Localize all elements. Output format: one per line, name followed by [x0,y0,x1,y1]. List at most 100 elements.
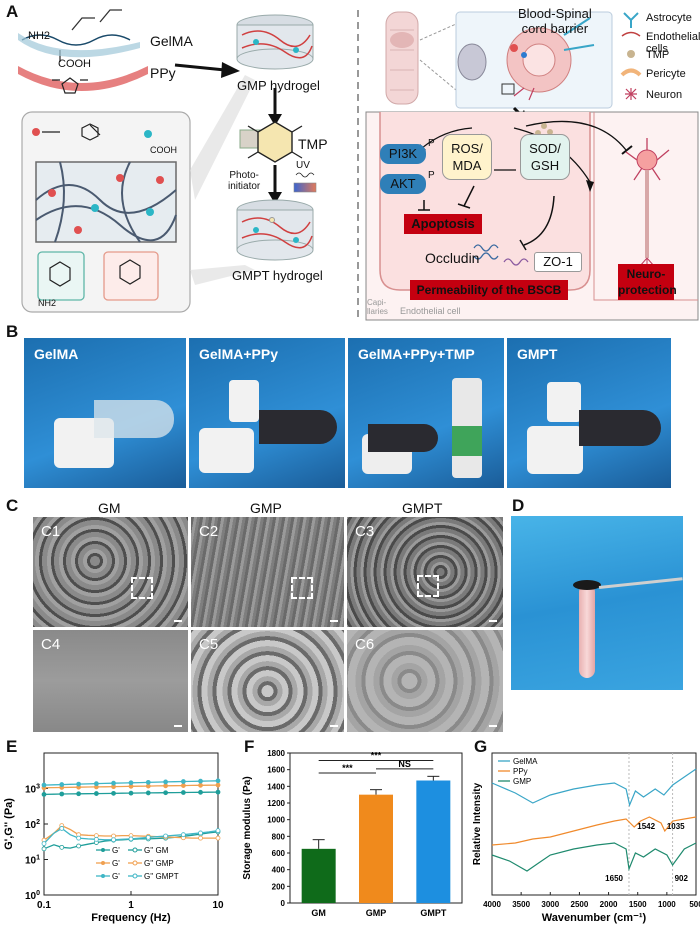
data-point [180,790,186,795]
x-tick-label: 1 [128,900,134,911]
data-point [145,834,151,840]
data-point [93,781,99,787]
sem-label: C4 [41,636,61,653]
series-line [491,768,697,807]
data-point [198,782,203,788]
x-tick-label: 1500 [629,900,647,909]
x-tick-label: 2000 [600,900,618,909]
x-tick-label: 1000 [658,900,676,909]
y-tick-label: 1000 [267,816,285,825]
panel-label-c: C [6,496,19,515]
data-point [215,778,221,784]
x-tick-label: 10 [212,900,224,911]
series-line [491,816,697,846]
panel-label-d: D [512,496,525,515]
plot-frame [43,752,219,896]
sem-c6: C6 [347,630,503,732]
data-point [111,837,116,843]
nh2-label: NH2 [28,30,51,42]
legend-marker [101,874,105,878]
legend-label: G' [112,859,120,868]
data-point [93,836,99,842]
data-point [163,783,169,789]
data-point [111,790,116,796]
data-point [59,782,65,787]
bar [301,848,336,903]
panel-label-b: B [6,322,19,341]
plot-frame [491,752,697,896]
photo-gelma: GelMA [24,338,186,488]
legend-label: G'' GMPT [144,872,179,881]
legend-label: G'' GM [144,846,169,855]
p1-label: P [428,138,435,149]
akt-node: AKT [380,174,426,194]
x-tick-label: GM [311,908,326,918]
scale-bar [174,620,182,622]
data-point [41,782,47,788]
data-point [59,791,65,797]
y-tick-label: 400 [272,866,286,875]
legend-label: G'' GMP [144,859,174,868]
photo-initiator-label: Photo- initiator [228,170,261,192]
occludin-label: Occludin [425,250,480,266]
chart-g-ftir: 4000350030002500200015001000500GelMAPPyG… [472,752,700,924]
y-axis-label: Storage modulus (Pa) [242,776,253,879]
sod-gsh-node: SOD/ GSH [520,134,570,180]
data-point [198,789,203,795]
y-tick-label: 0 [281,899,286,908]
data-point [41,846,47,852]
y-tick-label: 1800 [267,749,285,758]
tmp-label: TMP [298,136,328,152]
sem-label: C3 [355,523,375,540]
sem-label: C1 [41,523,61,540]
data-point [145,779,151,785]
y-tick-label: 1200 [267,799,285,808]
sem-label: C5 [199,636,219,653]
peak-annotation: 902 [675,874,689,883]
data-point [59,826,65,831]
y-axis-label: Relative Intensity [472,782,483,865]
y-tick-label: 800 [272,832,286,841]
apoptosis-box: Apoptosis [404,214,482,234]
series-line [491,842,697,872]
x-axis-label: Wavenumber (cm⁻¹) [542,912,647,924]
photo-caption: GelMA+PPy [199,346,278,362]
x-tick-label: 500 [689,900,700,909]
panel-label-f: F [244,737,255,756]
sem-c1: C1 [33,517,188,627]
data-point [180,779,186,784]
significance-label: NS [398,759,411,769]
data-point [215,789,221,795]
photo-caption: GMPT [517,346,558,362]
legend-pericyte: Pericyte [646,68,686,80]
photo-gelma-ppy-tmp: GelMA+PPy+TMP [348,338,504,488]
y-tick-label: 600 [272,849,286,858]
pi3k-node: PI3K [380,144,426,164]
photo-caption: GelMA+PPy+TMP [358,346,475,362]
legend-label: GMP [513,777,531,786]
legend-marker [132,873,138,879]
photo-gmpt: GMPT [507,338,671,488]
data-point [76,835,82,841]
x-tick-label: 3500 [512,900,530,909]
zoom-box [291,577,313,599]
y-tick-label: 101 [25,855,40,867]
data-point [145,790,151,796]
legend-label: G' [112,872,120,881]
data-point [76,843,82,849]
data-point [41,841,47,847]
y-axis-label: G',G'' (Pa) [3,798,15,850]
bscb-title: Blood-Spinal cord barrier [518,6,592,36]
data-point [111,780,116,786]
sem-c5: C5 [191,630,344,732]
x-tick-label: 2500 [571,900,589,909]
legend-label: PPy [513,767,528,776]
significance-label: *** [342,763,353,773]
legend-marker [101,861,105,865]
legend-marker [132,847,138,853]
y-tick-label: 200 [272,882,286,891]
data-point [93,791,99,796]
scale-bar [489,725,497,727]
legend-astrocyte: Astrocyte [646,12,692,24]
permeability-box: Permeability of the BSCB [410,280,568,300]
